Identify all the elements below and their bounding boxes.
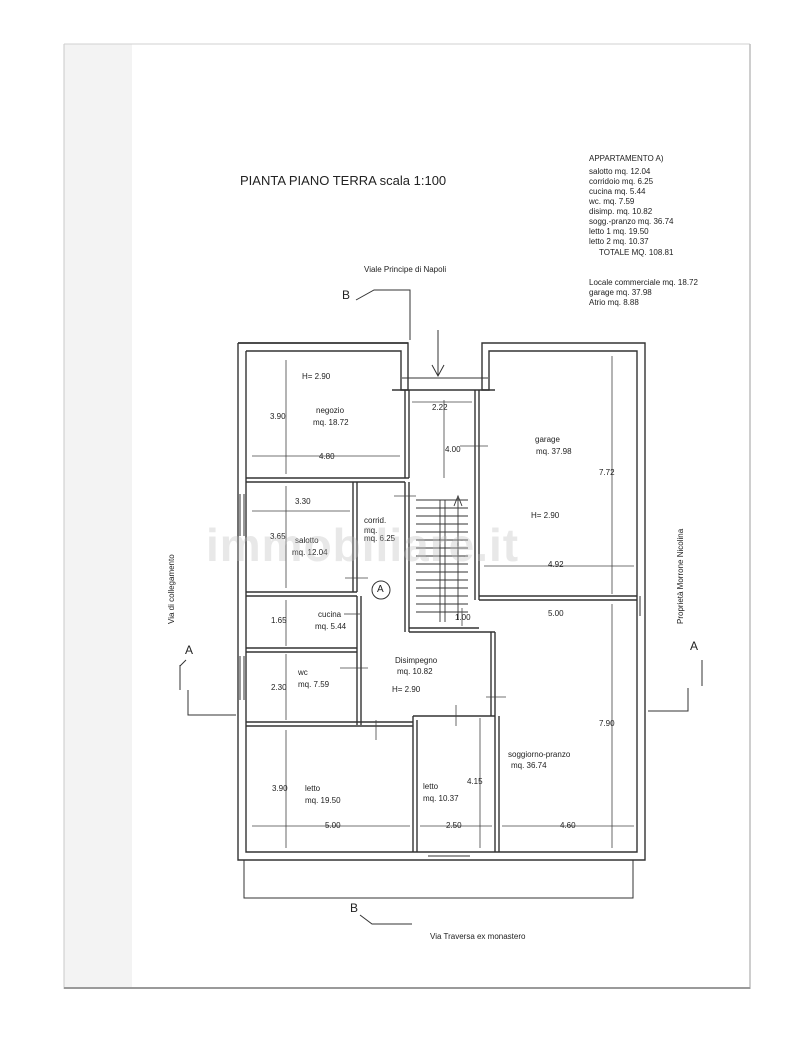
legend-extra: Locale commerciale mq. 18.72 — [589, 278, 698, 287]
legend-total: TOTALE MQ. 108.81 — [599, 248, 674, 257]
disimpegno-name: Disimpegno — [395, 656, 438, 665]
negozio-height: H= 2.90 — [302, 372, 331, 381]
negozio-dim-v: 3.90 — [270, 412, 286, 421]
watermark-logo: immobiliare.it — [206, 519, 520, 571]
legend-line: salotto mq. 12.04 — [589, 167, 651, 176]
corridoio-area-a: mq. — [364, 526, 378, 535]
negozio-dim-h: 4.80 — [319, 452, 335, 461]
section-marker-b-top: B — [342, 288, 351, 302]
section-lines — [179, 289, 703, 925]
wc-dim-v: 2.30 — [271, 683, 287, 692]
disimpegno-height: H= 2.90 — [392, 685, 421, 694]
garage-dim-h: 4.92 — [548, 560, 564, 569]
salotto-dim-h: 3.30 — [295, 497, 311, 506]
street-top: Viale Principe di Napoli — [364, 265, 447, 274]
garage-name: garage — [535, 435, 560, 444]
letto1-name: letto — [305, 784, 321, 793]
legend-line: wc. mq. 7.59 — [589, 197, 635, 206]
staircase — [416, 494, 468, 622]
soggiorno-name: soggiorno-pranzo — [508, 750, 571, 759]
soggiorno-dim-top: 5.00 — [548, 609, 564, 618]
legend-extra: Atrio mq. 8.88 — [589, 298, 639, 307]
legend-line: letto 2 mq. 10.37 — [589, 237, 649, 246]
section-marker-b-bottom: B — [350, 901, 359, 915]
salotto-area: mq. 12.04 — [292, 548, 328, 557]
letto1-dim-v: 3.90 — [272, 784, 288, 793]
street-bottom: Via Traversa ex monastero — [430, 932, 526, 941]
openings — [239, 494, 641, 857]
garage-height: H= 2.90 — [531, 511, 560, 520]
section-circle — [371, 580, 391, 600]
soggiorno-area: mq. 36.74 — [511, 761, 547, 770]
wc-name: wc — [298, 668, 308, 677]
corridoio-name: corrid. — [364, 516, 387, 525]
street-left: Via di collegamento — [167, 554, 176, 624]
soggiorno-dim-h: 4.60 — [560, 821, 576, 830]
section-circle-label: A — [377, 584, 384, 595]
letto2-dim-h: 2.50 — [446, 821, 462, 830]
legend-line: cucina mq. 5.44 — [589, 187, 646, 196]
disimpegno-step-dim: 1.00 — [455, 613, 471, 622]
salotto-name: salotto — [295, 536, 319, 545]
section-marker-a-right: A — [690, 639, 699, 653]
cucina-area: mq. 5.44 — [315, 622, 347, 631]
negozio-name: negozio — [316, 406, 345, 415]
corridoio-area-b: mq. 6.25 — [364, 534, 396, 543]
soggiorno-dim-v: 7.90 — [599, 719, 615, 728]
legend-line: letto 1 mq. 19.50 — [589, 227, 649, 236]
disimpegno-area: mq. 10.82 — [397, 667, 433, 676]
garage-area: mq. 37.98 — [536, 447, 572, 456]
letto2-dim-v: 4.15 — [467, 777, 483, 786]
legend-heading: APPARTAMENTO A) — [589, 154, 664, 163]
building-outline — [237, 342, 646, 899]
section-marker-a-left: A — [185, 643, 194, 657]
legend-line: sogg.-pranzo mq. 36.74 — [589, 217, 674, 226]
letto1-dim-h: 5.00 — [325, 821, 341, 830]
plan-title: PIANTA PIANO TERRA scala 1:100 — [240, 173, 447, 188]
garage-dim-top: 2.22 — [432, 403, 448, 412]
garage-dim-mid: 4.00 — [445, 445, 461, 454]
garage-dim-v: 7.72 — [599, 468, 615, 477]
legend-line: disimp. mq. 10.82 — [589, 207, 653, 216]
legend-extra: garage mq. 37.98 — [589, 288, 652, 297]
cucina-name: cucina — [318, 610, 342, 619]
scan-left-shadow — [64, 44, 132, 989]
dimension-lines — [252, 356, 634, 848]
wc-area: mq. 7.59 — [298, 680, 330, 689]
street-right: Proprietà Morrone Nicolina — [676, 528, 685, 624]
negozio-area: mq. 18.72 — [313, 418, 349, 427]
legend-line: corridoio mq. 6.25 — [589, 177, 654, 186]
salotto-dim-v: 3.65 — [270, 532, 286, 541]
cucina-dim-v: 1.65 — [271, 616, 287, 625]
letto1-area: mq. 19.50 — [305, 796, 341, 805]
letto2-name: letto — [423, 782, 439, 791]
letto2-area: mq. 10.37 — [423, 794, 459, 803]
